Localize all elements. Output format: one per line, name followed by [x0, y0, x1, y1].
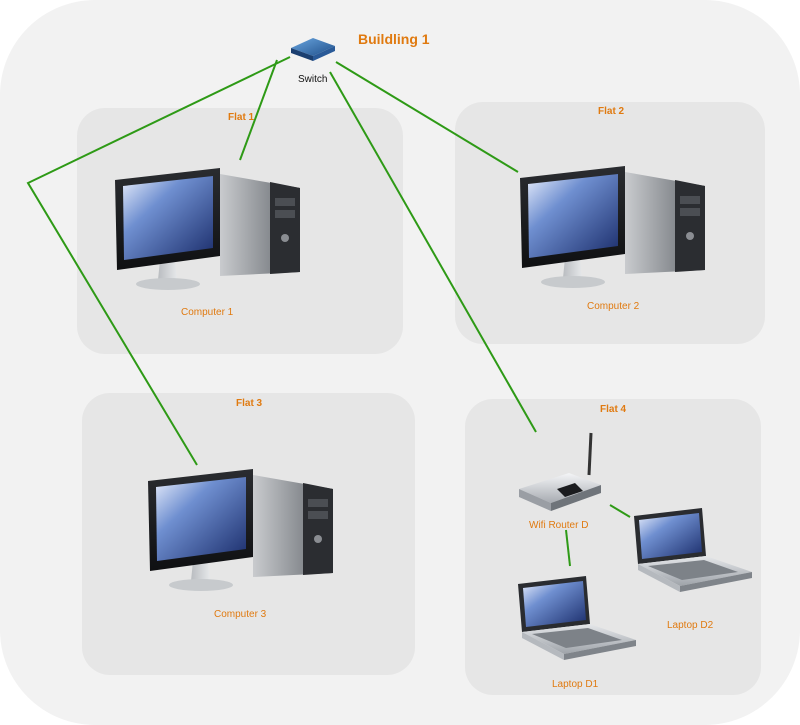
flat-4-label: Flat 4 — [600, 404, 627, 415]
link-router-laptop-d2 — [609, 504, 631, 518]
computer-1-label: Computer 1 — [181, 307, 234, 318]
computer-3-label: Computer 3 — [214, 609, 267, 620]
flat-1-label: Flat 1 — [228, 112, 255, 123]
switch-label: Switch — [298, 74, 328, 85]
link-switch-computer-2 — [335, 61, 519, 173]
laptop-d1-label: Laptop D1 — [552, 679, 599, 690]
wifi-router-icon[interactable] — [519, 432, 601, 511]
computer-2-label: Computer 2 — [587, 301, 640, 312]
flat-4-area — [465, 399, 761, 695]
link-switch-computer-1 — [239, 59, 278, 161]
link-router-laptop-d1 — [565, 529, 571, 567]
flat-2-label: Flat 2 — [598, 106, 625, 117]
link-switch-computer-3 — [26, 56, 291, 466]
building-title: Buildling 1 — [358, 31, 430, 47]
flat-3-label: Flat 3 — [236, 398, 263, 409]
link-switch-router — [329, 71, 537, 433]
switch-icon[interactable] — [291, 38, 335, 61]
router-label: Wifi Router D — [529, 520, 589, 531]
laptop-d2-label: Laptop D2 — [667, 620, 714, 631]
network-links — [26, 56, 631, 567]
